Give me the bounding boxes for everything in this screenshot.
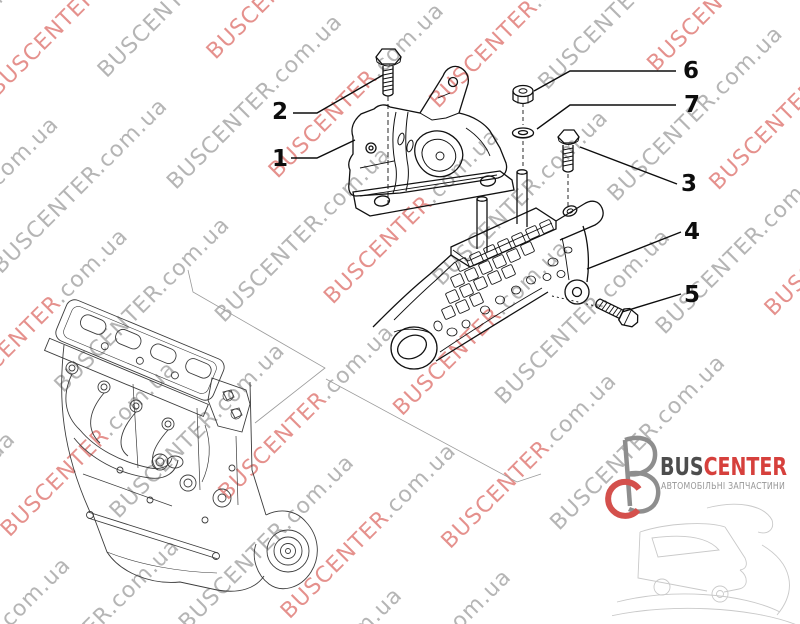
bolt-part2	[375, 48, 402, 97]
brand-logo-mark	[605, 435, 661, 519]
washer-part7	[511, 127, 535, 139]
brand-bus: BUS	[660, 452, 704, 481]
callout-3: 3	[681, 171, 698, 197]
callout-5: 5	[684, 282, 701, 308]
van-sketch	[612, 503, 796, 624]
bracket-part4	[372, 103, 604, 370]
brand-logo-text: BUSCENTER	[660, 452, 787, 481]
engine-sketch	[43, 299, 318, 592]
callout-7: 7	[684, 92, 701, 118]
brand-logo: BUSCENTER АВТОМОБІЛЬНІ ЗАПЧАСТИНИ	[598, 428, 800, 519]
callout-leader-lines	[291, 70, 682, 313]
callout-6: 6	[683, 58, 700, 84]
bolt-part3	[557, 129, 580, 173]
bolt-part5	[595, 298, 639, 328]
nut-part6	[512, 84, 534, 105]
brand-logo-subtitle: АВТОМОБІЛЬНІ ЗАПЧАСТИНИ	[661, 481, 786, 492]
pointer-lines	[187, 269, 542, 483]
brand-center: CENTER	[703, 452, 788, 481]
engine-mount-part1	[348, 65, 515, 217]
callout-1: 1	[272, 146, 289, 172]
callout-4: 4	[684, 219, 701, 245]
callout-2: 2	[272, 99, 289, 125]
